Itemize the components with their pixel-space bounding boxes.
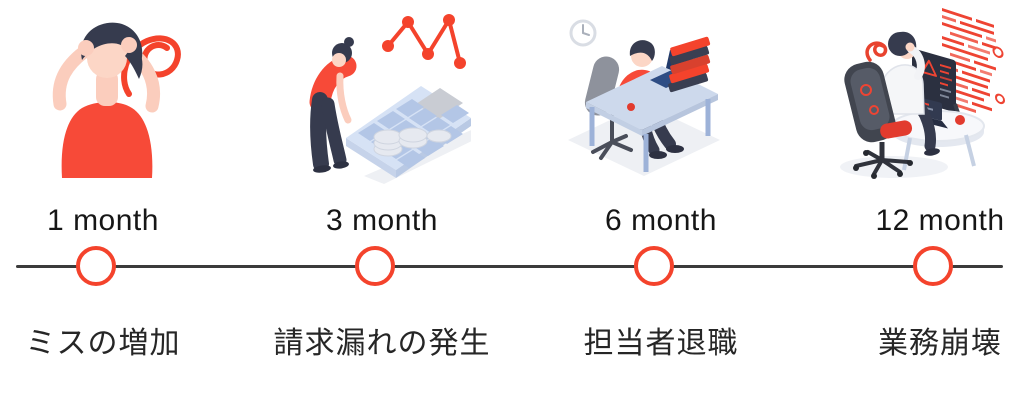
office-chair (591, 114, 633, 160)
stage-label: 請求漏れの発生 (273, 327, 491, 360)
stage-time: 1 month (47, 204, 159, 237)
laptop-icon (918, 97, 948, 129)
line-chart-icon (382, 14, 466, 69)
stage-time: 12 month (875, 204, 1005, 237)
desk (586, 66, 718, 172)
stage-label: 業務崩壊 (878, 327, 1002, 360)
clock-icon (569, 19, 597, 47)
office-chair (844, 61, 913, 179)
stress-scribble-icon (121, 35, 181, 97)
calculator-coins-illustration (286, 8, 482, 191)
laptop-icon (650, 50, 694, 88)
stage-label: ミスの増加 (25, 327, 181, 360)
employee-at-desk-illustration (556, 6, 726, 183)
stage-label: 担当者退職 (583, 327, 739, 360)
bending-person (309, 37, 357, 173)
stage-time: 3 month (326, 204, 438, 237)
apple-icon (627, 103, 635, 111)
overloaded-workstation-illustration (824, 4, 1016, 184)
calculator-icon (346, 86, 482, 184)
round-table (891, 110, 985, 171)
frustrated-person-illustration (26, 6, 191, 191)
sitting-person (615, 40, 684, 159)
apple-icon (955, 115, 965, 125)
book-stack-icon (668, 36, 711, 93)
stress-scribble-icon (865, 41, 888, 62)
warning-monitor-icon (912, 48, 967, 126)
sitting-person-back (878, 31, 940, 156)
timeline-axis (16, 265, 1003, 268)
error-code-lines (942, 8, 1005, 114)
stage-time: 6 month (605, 204, 717, 237)
